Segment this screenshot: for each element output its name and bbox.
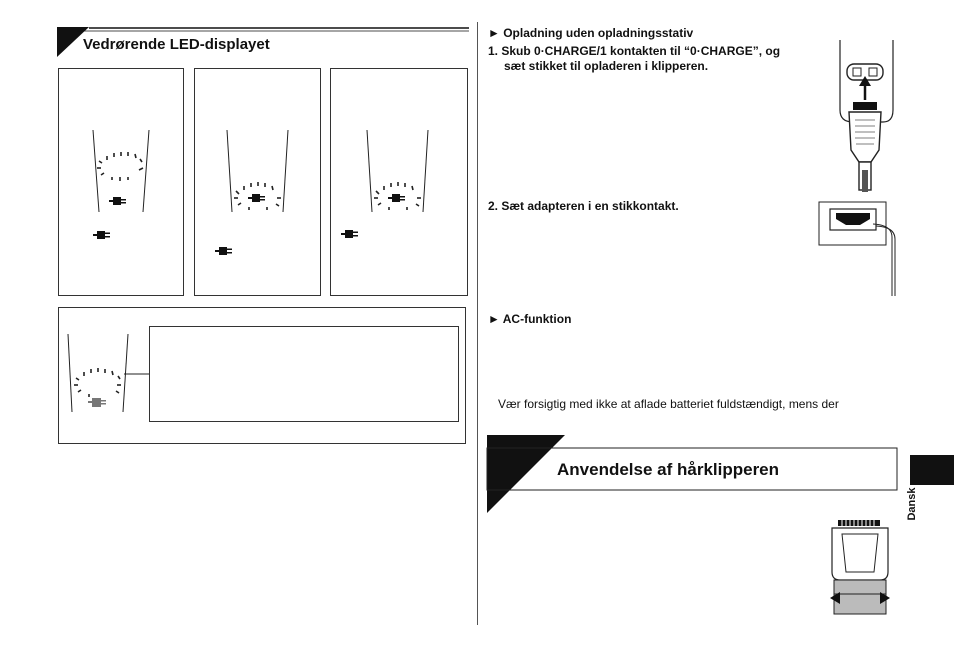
language-tab-label: Dansk — [906, 487, 918, 521]
section-corner-triangle — [57, 27, 469, 57]
section-corner-triangle — [486, 435, 898, 513]
language-tab-marker — [910, 455, 954, 485]
section-title-led: Vedrørende LED-displayet — [83, 36, 270, 53]
callout-box — [149, 326, 459, 422]
warning-text: Vær forsigtig med ikke at aflade batteri… — [498, 397, 839, 411]
led-panel-4 — [58, 307, 466, 444]
step-1-line-1: 1. Skub 0·CHARGE/1 kontakten til “0·CHAR… — [488, 44, 781, 58]
adapter-outlet-illustration — [818, 201, 896, 296]
led-panel-1 — [58, 68, 184, 296]
ac-heading: ► AC-funktion — [488, 312, 572, 326]
led-panel-3 — [330, 68, 468, 296]
led-display-blinking-top — [92, 129, 150, 213]
led-display-blinking-bottom-alt — [366, 129, 429, 213]
plug-icon — [93, 231, 110, 239]
clipper-plug-illustration — [839, 40, 894, 192]
step-2: 2. Sæt adapteren i en stikkontakt. — [488, 199, 679, 213]
plug-icon — [341, 230, 358, 238]
led-panel-2 — [194, 68, 321, 296]
section-title-use: Anvendelse af hårklipperen — [557, 460, 780, 479]
plug-icon — [215, 247, 232, 255]
column-divider — [477, 22, 478, 625]
step-1-line-2: sæt stikket til opladeren i klipperen. — [504, 59, 709, 73]
hair-clipper-illustration — [830, 520, 890, 615]
led-display-blinking-gray-plug — [67, 333, 149, 413]
led-display-blinking-bottom — [226, 129, 289, 213]
charging-heading: ► Opladning uden opladningsstativ — [488, 26, 694, 40]
